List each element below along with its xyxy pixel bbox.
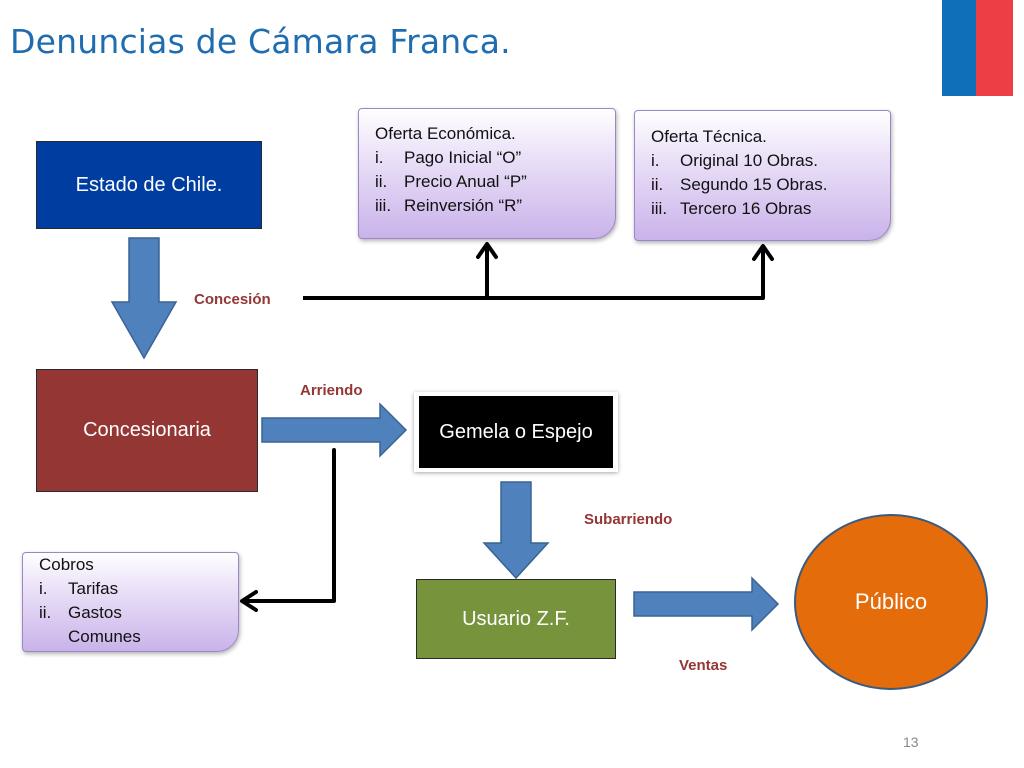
node-usuario-zf: Usuario Z.F. <box>416 579 616 659</box>
arrow-estado-to-concesionaria <box>110 237 178 360</box>
arrow-usuario-to-publico <box>633 576 780 632</box>
flag-red-stripe <box>976 0 1013 96</box>
note-oferta-tecnica: Oferta Técnica. i.Original 10 Obras. ii.… <box>634 110 891 241</box>
page-title: Denuncias de Cámara Franca. <box>10 22 511 61</box>
oferta-tecnica-heading: Oferta Técnica. <box>651 127 767 146</box>
node-publico-label: Público <box>854 589 928 614</box>
list-item: iii.Tercero 16 Obras <box>651 199 812 218</box>
label-ventas: Ventas <box>679 657 728 674</box>
list-item: i.Original 10 Obras. <box>651 151 818 170</box>
list-item: ii.Precio Anual “P” <box>375 172 527 191</box>
list-item: ii.Segundo 15 Obras. <box>651 175 828 194</box>
node-concesionaria: Concesionaria <box>36 369 258 492</box>
page-number: 13 <box>903 734 919 750</box>
concesion-up-to-tecnica <box>752 244 774 300</box>
flag-blue-stripe <box>942 0 978 96</box>
cobros-heading: Cobros <box>39 555 94 574</box>
arrow-concesionaria-to-gemela <box>261 402 408 458</box>
concesion-up-to-economica <box>476 242 498 300</box>
cobros-line <box>240 448 336 612</box>
node-usuario-label: Usuario Z.F. <box>462 607 570 630</box>
node-estado-label: Estado de Chile. <box>75 173 223 196</box>
node-gemela-o-espejo: Gemela o Espejo <box>414 392 618 472</box>
node-estado-de-chile: Estado de Chile. <box>36 141 262 229</box>
arrow-gemela-to-usuario <box>482 481 550 580</box>
list-item: iii.Reinversión “R” <box>375 196 523 215</box>
list-item: Comunes <box>68 627 141 646</box>
list-item: i.Pago Inicial “O” <box>375 148 522 167</box>
list-item: ii.Gastos <box>39 603 122 622</box>
node-gemela-label: Gemela o Espejo <box>439 420 593 443</box>
node-concesionaria-label: Concesionaria <box>83 419 211 441</box>
node-publico: Público <box>794 514 988 690</box>
label-concesion: Concesión <box>194 291 271 308</box>
list-item: i.Tarifas <box>39 579 119 598</box>
label-subarriendo: Subarriendo <box>584 511 673 528</box>
note-cobros: Cobros i.Tarifas ii.Gastos Comunes <box>22 552 239 652</box>
note-oferta-economica: Oferta Económica. i.Pago Inicial “O” ii.… <box>358 108 616 239</box>
oferta-economica-heading: Oferta Económica. <box>375 124 516 143</box>
label-arriendo: Arriendo <box>300 382 363 399</box>
